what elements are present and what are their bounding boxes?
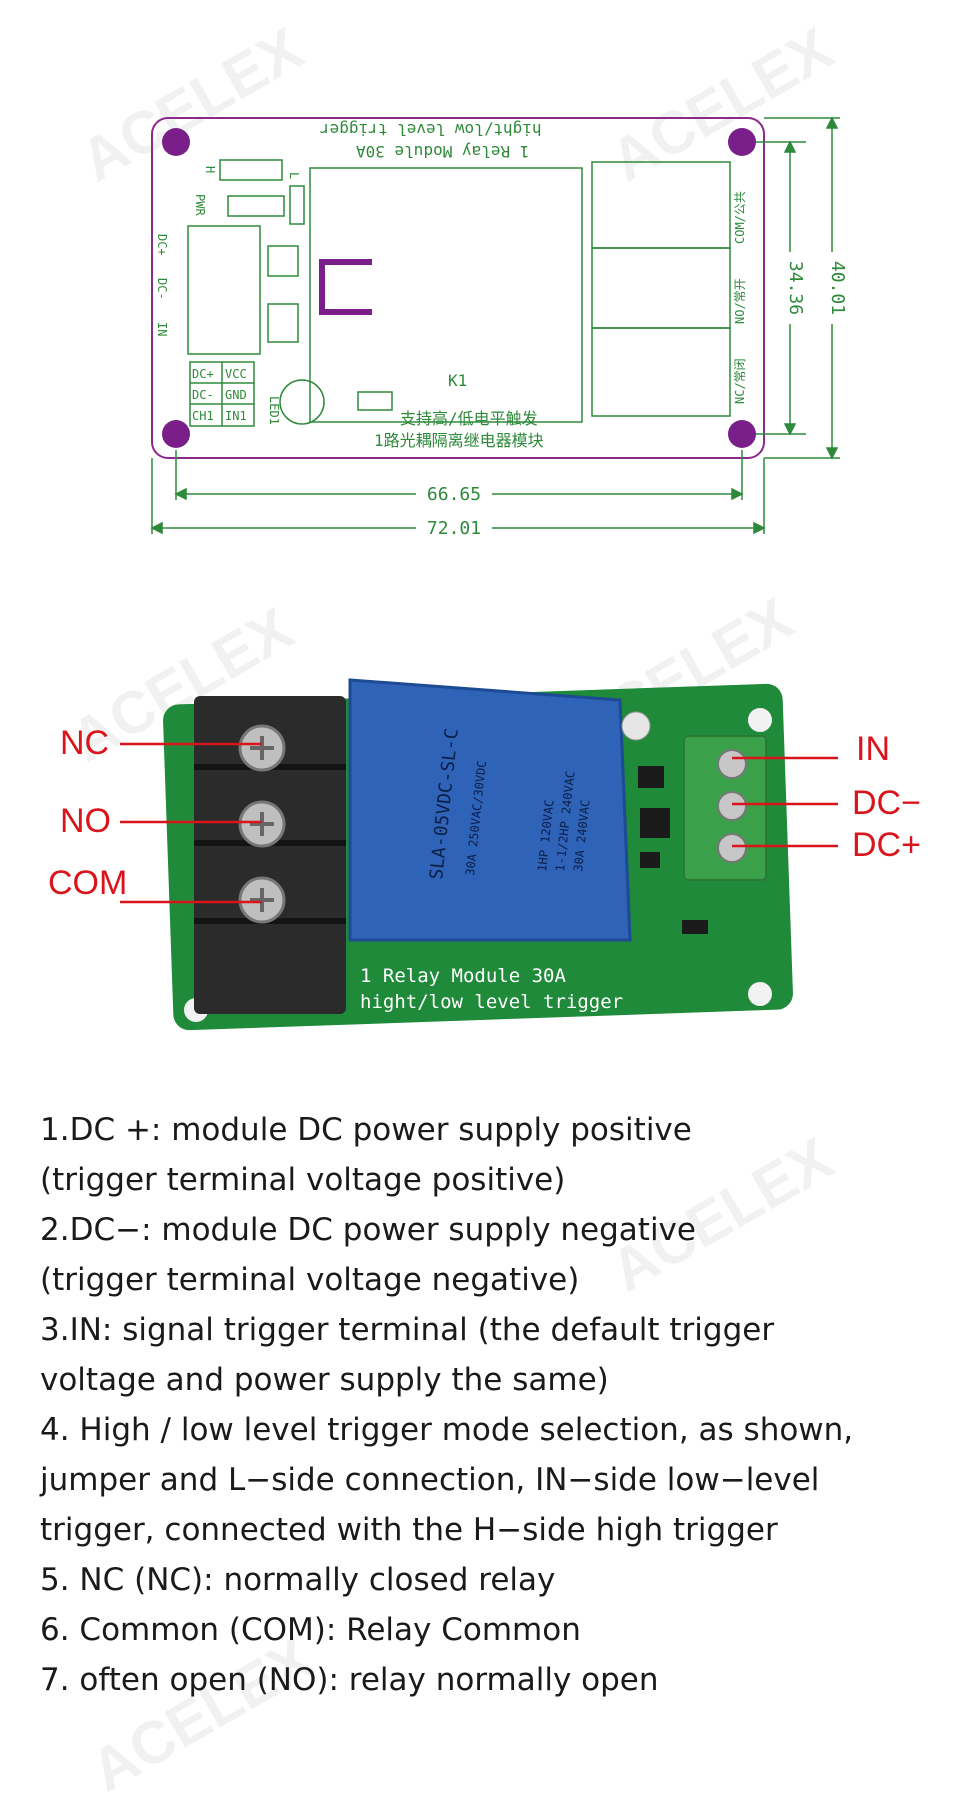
dimension-diagram: DC+ VCC DC- GND CH1 IN1 1 Relay Module 3… <box>150 116 848 539</box>
photo-label-com: COM <box>48 864 128 902</box>
pin-grid-label: IN1 <box>225 409 247 423</box>
photo-label-in: IN <box>856 730 890 768</box>
mounting-hole <box>162 128 190 156</box>
pcb-chinese-line2: 1路光耦隔离继电器模块 <box>374 431 544 450</box>
pin-grid-label: GND <box>225 388 247 402</box>
description-line: jumper and L−side connection, IN−side lo… <box>40 1462 820 1498</box>
description-line: 6. Common (COM): Relay Common <box>40 1612 581 1648</box>
relay-outline <box>309 167 583 423</box>
description-line: trigger, connected with the H−side high … <box>40 1512 778 1548</box>
mounting-hole <box>728 420 756 448</box>
relay-ref: K1 <box>448 371 467 390</box>
mounting-hole <box>748 982 772 1006</box>
relay-module-photo: SLA-05VDC-SL-C 30A 250VAC/30VDC 1HP 120V… <box>120 678 838 1031</box>
pwr-label: PWR <box>193 194 207 216</box>
pcb-subtitle: hight/low level trigger <box>320 120 542 139</box>
description-line: (trigger terminal voltage positive) <box>40 1162 566 1198</box>
input-terminal-outline <box>187 225 261 355</box>
input-label: DC+ <box>155 234 169 256</box>
screw-terminal <box>717 749 747 779</box>
dim-width-inner: 66.65 <box>427 484 481 505</box>
description-line: 7. often open (NO): relay normally open <box>40 1662 659 1698</box>
mounting-hole <box>728 128 756 156</box>
relay-body <box>348 678 632 942</box>
board-outline <box>151 117 765 459</box>
description-line: 2.DC−: module DC power supply negative <box>40 1212 696 1248</box>
description-block: 1.DC +: module DC power supply positive … <box>40 1105 940 1705</box>
l-label: L <box>287 172 301 179</box>
screw-terminal <box>717 791 747 821</box>
description-line: 1.DC +: module DC power supply positive <box>40 1112 692 1148</box>
description-line: 3.IN: signal trigger terminal (the defau… <box>40 1312 775 1348</box>
led-outline <box>279 379 325 425</box>
output-label: NC/常闭 <box>733 358 747 404</box>
output-label: NO/常开 <box>733 278 747 324</box>
dim-height-outer: 40.01 <box>827 261 848 315</box>
dim-height-inner: 34.36 <box>785 261 806 315</box>
pcb-chinese-line1: 支持高/低电平触发 <box>400 409 538 428</box>
photo-label-dc-minus: DC− <box>852 784 921 822</box>
screw-terminal <box>717 833 747 863</box>
pin-grid-label: VCC <box>225 367 247 381</box>
description-line: voltage and power supply the same) <box>40 1362 609 1398</box>
input-label: DC- <box>155 278 169 300</box>
pin-grid-label: CH1 <box>192 409 214 423</box>
h-label: H <box>203 166 217 173</box>
board-text: hight/low level trigger <box>360 991 623 1013</box>
photo-label-no: NO <box>60 802 111 840</box>
description-line: (trigger terminal voltage negative) <box>40 1262 580 1298</box>
led <box>621 711 651 741</box>
pcb-title: 1 Relay Module 30A <box>356 142 530 161</box>
board-text: 1 Relay Module 30A <box>360 965 566 987</box>
description-line: 4. High / low level trigger mode selecti… <box>40 1412 854 1448</box>
output-terminal-block <box>194 696 346 1014</box>
pin-grid-label: DC+ <box>192 367 214 381</box>
photo-label-dc-plus: DC+ <box>852 826 921 864</box>
photo-label-nc: NC <box>60 724 110 762</box>
pin-grid <box>189 361 255 427</box>
description-line: 5. NC (NC): normally closed relay <box>40 1562 556 1598</box>
pointer-lines <box>120 742 838 904</box>
led-ref: LED1 <box>267 396 281 425</box>
mounting-hole <box>162 420 190 448</box>
input-label: IN <box>155 322 169 336</box>
mounting-hole <box>748 708 772 732</box>
relay-coil-mark <box>319 259 372 315</box>
output-label: COM/公共 <box>733 191 747 244</box>
pin-grid-label: DC- <box>192 388 214 402</box>
dim-width-outer: 72.01 <box>427 518 481 539</box>
